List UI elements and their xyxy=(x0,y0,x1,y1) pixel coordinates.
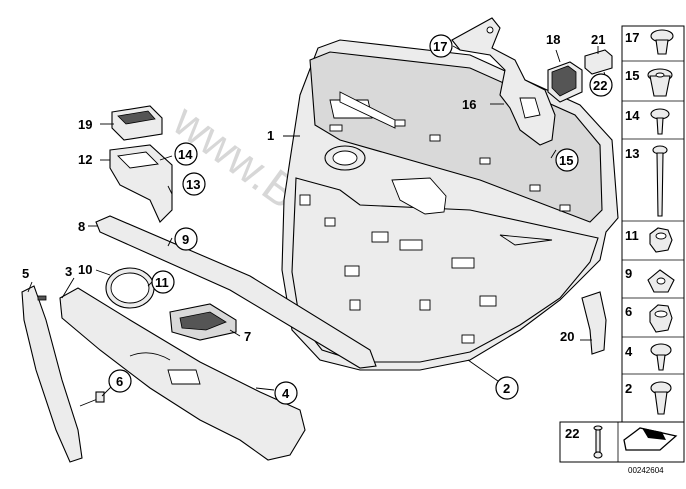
callout-12: 12 xyxy=(78,152,92,167)
screw-4-icon xyxy=(650,343,672,371)
nut-11-icon xyxy=(649,227,673,253)
callout-11-circle xyxy=(151,270,175,294)
part-20-clip xyxy=(581,291,607,355)
callout-8: 8 xyxy=(78,219,85,234)
sidebar-num-14: 14 xyxy=(625,108,640,123)
sidebar-num-4: 4 xyxy=(625,344,633,359)
callout-6-circle xyxy=(108,369,132,393)
callout-22: 22 xyxy=(593,78,607,93)
callout-9: 9 xyxy=(182,232,189,247)
callout-6: 6 xyxy=(116,374,123,389)
part-4-armrest-trim xyxy=(59,287,306,461)
sidebar-num-11: 11 xyxy=(625,228,639,243)
part-18-switch xyxy=(547,61,583,103)
callout-10: 10 xyxy=(78,262,92,277)
callout-22-circle xyxy=(589,73,613,97)
bolt-13-icon xyxy=(652,145,668,217)
sidebar-num-9: 9 xyxy=(625,266,632,281)
fastener-sidebar: 17 15 14 13 11 9 6 4 2 xyxy=(621,25,685,423)
callout-17: 17 xyxy=(433,39,447,54)
callout-1: 1 xyxy=(267,128,274,143)
callout-17-circle xyxy=(429,34,453,58)
grommet-15-icon xyxy=(647,68,673,97)
callout-19: 19 xyxy=(78,117,92,132)
part-6-screw xyxy=(79,391,105,407)
callout-14-circle xyxy=(174,142,198,166)
sidebar-num-6: 6 xyxy=(625,304,632,319)
pin-2-icon xyxy=(650,381,672,415)
callout-16: 16 xyxy=(462,97,476,112)
callout-4-circle xyxy=(274,381,298,405)
diagram-number: 00242604 xyxy=(628,466,664,475)
callout-13: 13 xyxy=(186,177,200,192)
callout-2: 2 xyxy=(503,381,510,396)
part-8-strip xyxy=(95,215,377,369)
callout-21: 21 xyxy=(591,32,605,47)
door-bracket xyxy=(451,17,556,146)
callout-15-circle xyxy=(555,148,579,172)
callout-9-circle xyxy=(174,227,198,251)
arrow-icon xyxy=(623,427,678,451)
part-19-switch xyxy=(111,105,163,141)
bottom-legend-box: 22 xyxy=(559,421,685,463)
part-21-clip xyxy=(584,49,613,75)
callouts: 1 2 3 4 5 6 7 8 9 10 11 12 13 14 15 16 1… xyxy=(22,32,613,405)
callout-4: 4 xyxy=(282,386,290,401)
part-10-speaker-cover xyxy=(105,267,155,309)
clip-9-icon xyxy=(647,269,675,293)
part-5-pillar-strip xyxy=(21,285,83,463)
pin-22-icon xyxy=(593,425,603,459)
sidebar-num-2: 2 xyxy=(625,381,632,396)
callout-3: 3 xyxy=(65,264,72,279)
callout-18: 18 xyxy=(546,32,560,47)
callout-13-circle xyxy=(182,172,206,196)
screw-14-icon xyxy=(650,108,670,135)
callout-7: 7 xyxy=(244,329,251,344)
clip-17-icon xyxy=(650,29,674,55)
callout-15: 15 xyxy=(559,153,573,168)
sidebar-num-15: 15 xyxy=(625,68,639,83)
callout-20: 20 xyxy=(560,329,574,344)
nut-6-icon xyxy=(649,304,673,333)
part-7-door-handle xyxy=(169,303,237,341)
sidebar-num-13: 13 xyxy=(625,146,639,161)
callout-14: 14 xyxy=(178,147,193,162)
sidebar-num-17: 17 xyxy=(625,30,639,45)
part-12-housing xyxy=(109,144,173,223)
callout-5: 5 xyxy=(22,266,29,281)
bottom-box-num-22: 22 xyxy=(565,426,579,441)
callout-11: 11 xyxy=(155,275,169,290)
callout-2-circle xyxy=(495,376,519,400)
